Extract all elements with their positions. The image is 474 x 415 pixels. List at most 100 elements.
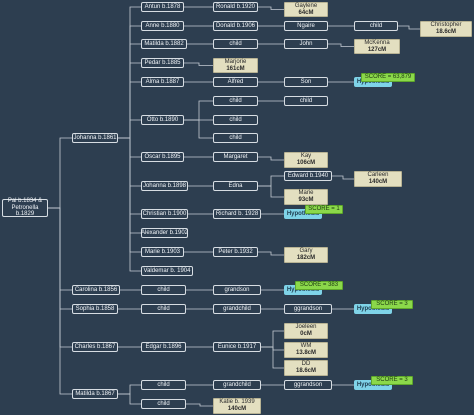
node-label: child [157,400,170,407]
connector-line [118,62,141,139]
shared-cm-value: 140cM [368,179,388,185]
connector-line [184,62,213,66]
connector-line [258,175,284,187]
person-node[interactable]: Alfred [213,77,258,87]
node-label: child [229,97,242,104]
person-node[interactable]: Richard b. 1928 [213,209,261,219]
person-node[interactable]: Sophia b.1858 [72,304,118,314]
root-node[interactable]: Pal b.1834 & Petronella b.1829 [2,198,48,217]
node-label: Peter b.1932 [218,248,253,255]
node-label: Eunice b.1917 [217,343,257,350]
person-node[interactable]: Edgar b.1896 [141,342,186,352]
node-label: Edna [228,182,243,189]
node-label: Johanna b.1861 [73,134,117,141]
person-node[interactable]: Otto b.1890 [141,115,184,125]
node-label: child [157,381,170,388]
person-node[interactable]: ggrandson [284,380,332,390]
person-node[interactable]: child [213,96,258,106]
hypothesis-node[interactable]: Hypothesis [284,209,322,219]
node-label: child [229,40,242,47]
shared-cm-value: 64cM [298,9,314,16]
connector-line [48,137,72,209]
connector-line [118,6,141,139]
person-node[interactable]: Marie b.1903 [141,247,184,257]
person-node[interactable]: Johanna b.1861 [72,133,118,143]
person-node[interactable]: grandson [213,285,261,295]
node-label: Ngaire [297,22,315,29]
person-node[interactable]: child [213,133,258,143]
node-label: Katie b. 1939 [219,399,255,406]
node-label: Anne b.1880 [145,22,180,29]
person-node[interactable]: Ngaire [284,21,328,31]
person-node[interactable]: child [141,380,186,390]
person-node[interactable]: Anne b.1880 [141,21,184,31]
person-node[interactable]: Edna [213,181,258,191]
person-node[interactable]: Oscar b.1895 [141,152,184,162]
person-node[interactable]: Charles b.1867 [72,342,118,352]
person-node[interactable]: Alma b.1887 [141,77,184,87]
shared-cm-value: 13.8cM [295,350,316,356]
person-node[interactable]: child [141,304,186,314]
node-label: Marjorie [224,58,247,65]
shared-cm-value: 106cM [296,160,316,166]
node-label: Pedar b.1885 [144,59,181,66]
shared-cm-value: 93cM [298,197,314,203]
person-node[interactable]: Valdemar b. 1904 [141,266,193,276]
person-node[interactable]: Pedar b.1885 [141,58,184,68]
person-node[interactable]: Matilda b.1882 [141,39,187,49]
person-node[interactable]: grandchild [213,380,261,390]
node-label: Ronald b.1920 [215,3,256,10]
node-label: Otto b.1890 [146,116,179,123]
person-node[interactable]: Ronald b.1920 [213,2,258,12]
person-node[interactable]: Johanna b.1898 [141,181,188,191]
person-node[interactable]: child [141,399,186,409]
person-node[interactable]: Donald b.1906 [213,21,258,31]
node-label: Matilda b.1867 [75,390,115,397]
connector-line [258,156,284,161]
person-node[interactable]: Peter b.1932 [213,247,258,257]
person-node[interactable]: Eunice b.1917 [213,342,261,352]
node-label: SCORE = 383 [299,282,339,289]
person-node[interactable]: Matilda b.1867 [72,389,118,399]
connector-line [261,346,284,369]
person-node[interactable]: grandchild [213,304,261,314]
node-label: Richard b. 1928 [215,210,259,217]
person-node[interactable]: child [284,96,328,106]
connector-line [118,384,141,395]
person-node[interactable]: Carolina b.1856 [72,285,120,295]
node-label: Donald b.1906 [215,22,256,29]
person-node[interactable]: child [354,21,398,31]
person-node[interactable]: Christian b.1900 [141,209,188,219]
person-node[interactable]: Son [284,77,328,87]
person-node[interactable]: Margaret [213,152,258,162]
person-node[interactable]: ggrandson [284,304,332,314]
score-badge: SCORE = 3 [371,376,413,385]
connector-line [118,393,141,405]
node-label: Gaylene [294,2,318,9]
person-node[interactable]: child [213,115,258,125]
person-node[interactable]: Antun b.1878 [141,2,184,12]
node-label: SCORE = 3 [376,377,408,384]
node-label: Oscar b.1895 [144,153,181,160]
shared-cm-value: 161cM [226,65,245,72]
person-node[interactable]: John [284,39,328,49]
person-node[interactable]: Alexander b.1902 [141,228,188,238]
connector-line [186,403,213,407]
person-node[interactable]: child [141,285,186,295]
node-label: Alexander b.1902 [140,229,189,236]
person-node[interactable]: child [213,39,258,49]
person-node[interactable]: Edward b.1940 [284,171,332,181]
